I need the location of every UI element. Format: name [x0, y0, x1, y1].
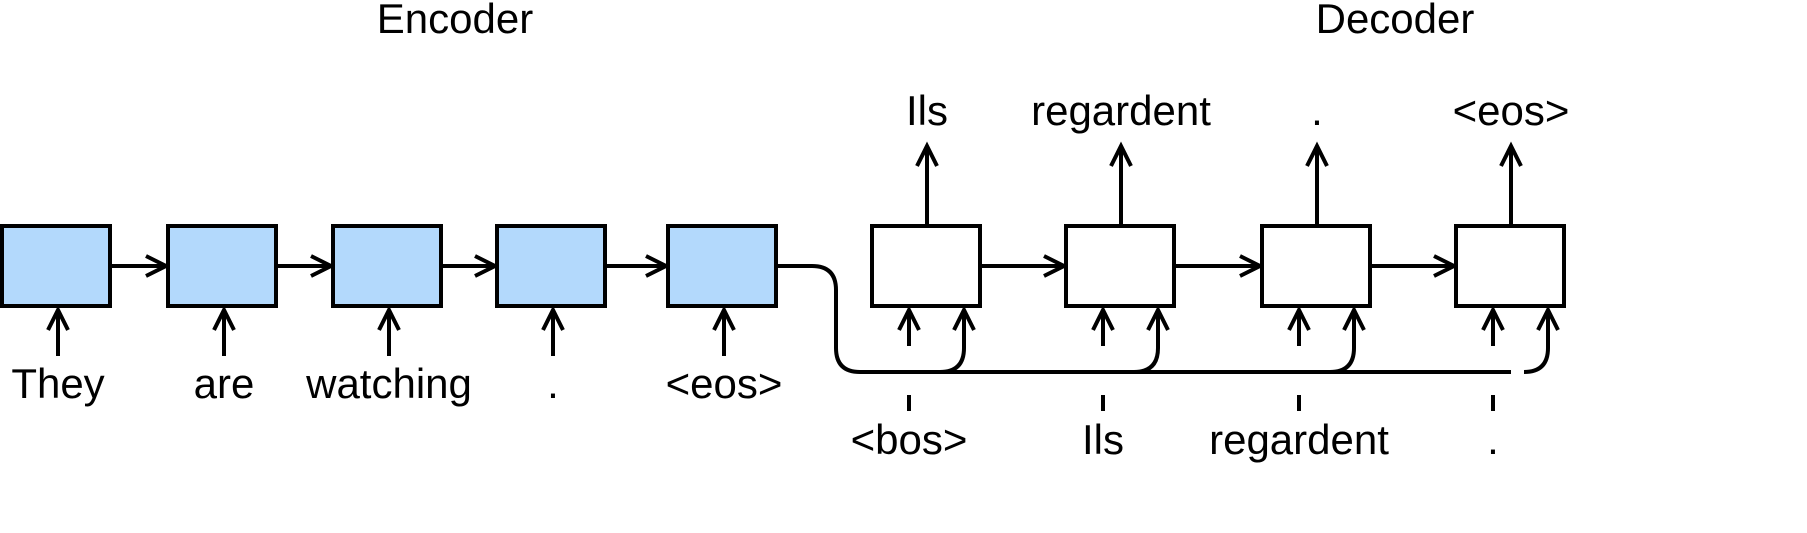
context-tap — [1329, 347, 1356, 374]
encoder-cell — [0, 224, 112, 308]
decoder-title: Decoder — [1316, 0, 1475, 42]
encoder-input-label: watching — [305, 360, 472, 407]
decoder-input-label: <bos> — [851, 416, 968, 463]
context-tap — [1133, 347, 1160, 374]
decoder-output-label: regardent — [1031, 87, 1211, 134]
decoder-cell — [1454, 224, 1566, 308]
encoder-cell — [166, 224, 278, 308]
decoder-output-label: Ils — [906, 87, 948, 134]
encoder-cell — [331, 224, 443, 308]
decoder-input-label: . — [1487, 416, 1499, 463]
encoder-input-label: are — [194, 360, 255, 407]
decoder-input-label: Ils — [1082, 416, 1124, 463]
encoder-cell — [495, 224, 607, 308]
encoder-input-label: . — [547, 360, 559, 407]
encoder-cell — [666, 224, 778, 308]
context-tap — [1523, 347, 1550, 374]
rnn-cells — [0, 224, 1566, 308]
connection-lines — [46, 141, 1560, 411]
encoder-input-label: <eos> — [666, 360, 783, 407]
decoder-cell — [870, 224, 982, 308]
context-line — [776, 264, 1511, 374]
decoder-cell — [1064, 224, 1176, 308]
decoder-input-label: regardent — [1209, 416, 1389, 463]
decoder-output-label: <eos> — [1453, 87, 1570, 134]
decoder-output-label: . — [1311, 87, 1323, 134]
decoder-cell — [1260, 224, 1372, 308]
encoder-title: Encoder — [377, 0, 533, 42]
context-tap — [939, 347, 966, 374]
encoder-input-label: They — [11, 360, 104, 407]
